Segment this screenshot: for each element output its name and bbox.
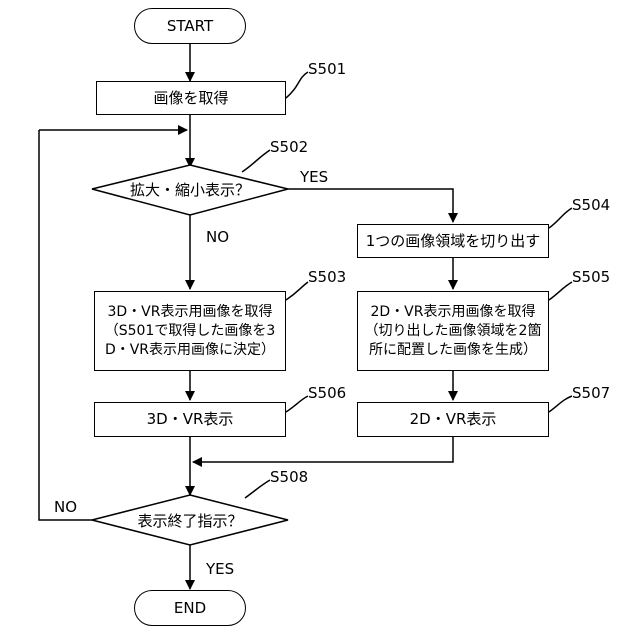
step-label-s503: S503 (308, 268, 346, 286)
step-label-s502: S502 (270, 138, 308, 156)
branch-label-s508-yes: YES (206, 560, 234, 578)
step-label-s505: S505 (572, 268, 610, 286)
leader-s505 (549, 282, 572, 300)
leader-s501 (286, 72, 308, 98)
s505-line-3: 所に配置した画像を生成） (369, 341, 537, 360)
process-s506: 3D・VR表示 (94, 402, 286, 437)
arrow-s502-yes-to-s504 (288, 189, 453, 222)
decision-s502-text: 拡大・縮小表示？ (110, 176, 270, 202)
step-label-s504: S504 (572, 196, 610, 214)
process-s507: 2D・VR表示 (357, 402, 549, 437)
s505-line-2: （切り出した画像領域を2箇 (365, 322, 542, 341)
leader-s502 (242, 150, 270, 172)
s503-line-1: 3D・VR表示用画像を取得 (108, 303, 273, 322)
s503-line-3: D・VR表示用画像に決定） (105, 341, 275, 360)
start-terminal: START (134, 8, 246, 44)
s503-line-2: （S501で取得した画像を3 (105, 322, 276, 341)
decision-s508-text: 表示終了指示？ (110, 507, 270, 533)
process-s505: 2D・VR表示用画像を取得 （切り出した画像領域を2箇 所に配置した画像を生成） (357, 291, 549, 371)
arrow-s507-merge (193, 437, 453, 462)
step-label-s507: S507 (572, 384, 610, 402)
leader-s508 (245, 480, 270, 498)
branch-label-s502-no: NO (206, 228, 229, 246)
process-s504: 1つの画像領域を切り出す (357, 224, 549, 258)
leader-s504 (549, 208, 572, 228)
step-label-s501: S501 (308, 60, 346, 78)
leader-s506 (286, 396, 308, 412)
end-terminal: END (134, 590, 246, 626)
process-s503: 3D・VR表示用画像を取得 （S501で取得した画像を3 D・VR表示用画像に決… (94, 291, 286, 371)
process-s501: 画像を取得 (96, 81, 286, 115)
branch-label-s502-yes: YES (300, 168, 328, 186)
branch-label-s508-no: NO (54, 498, 77, 516)
leader-s507 (549, 396, 572, 412)
step-label-s508: S508 (270, 468, 308, 486)
arrow-s508-no-loop (39, 130, 92, 520)
s505-line-1: 2D・VR表示用画像を取得 (371, 303, 536, 322)
step-label-s506: S506 (308, 384, 346, 402)
leader-s503 (286, 282, 308, 300)
